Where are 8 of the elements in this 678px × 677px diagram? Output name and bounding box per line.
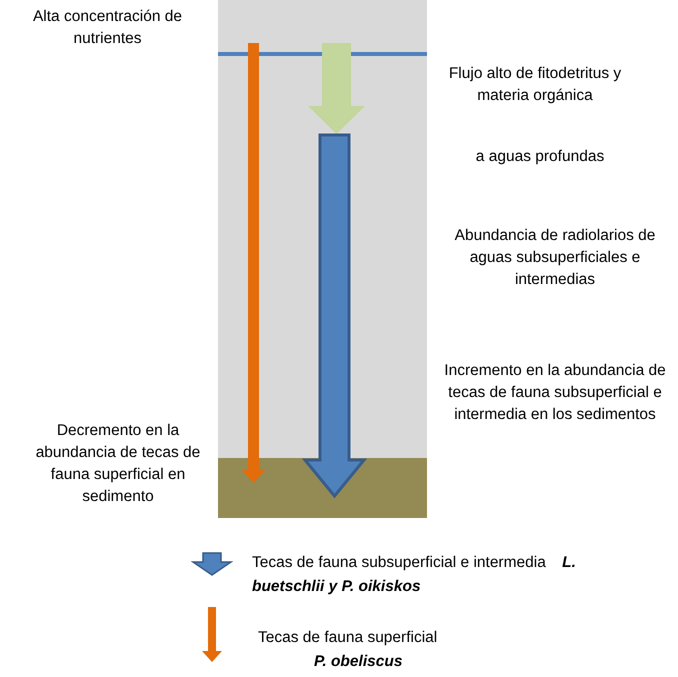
annotation-text: Flujo alto de fitodetritus y materia orgánica — [448, 64, 622, 106]
annotation-text: a aguas profundas — [474, 147, 606, 167]
legend-text: Tecas de fauna subsuperficial e intermedia L. buetschlii y P. oikiskos — [252, 553, 577, 597]
annotation-text: Decremento en la abundancia de tecas de fauna superficial en sedimento — [34, 421, 202, 507]
annotation-text: Alta concentración de nutrientes — [32, 7, 184, 49]
annotation-text: Abundancia de radiolarios de aguas subsuperficiales e intermedias — [454, 226, 656, 290]
annotation-text: Incremento en la abundancia de tecas de fauna subsuperficial e intermedia en los sedimentos — [443, 361, 667, 425]
legend-text: Tecas de fauna superficial P. obeliscus — [258, 628, 438, 672]
